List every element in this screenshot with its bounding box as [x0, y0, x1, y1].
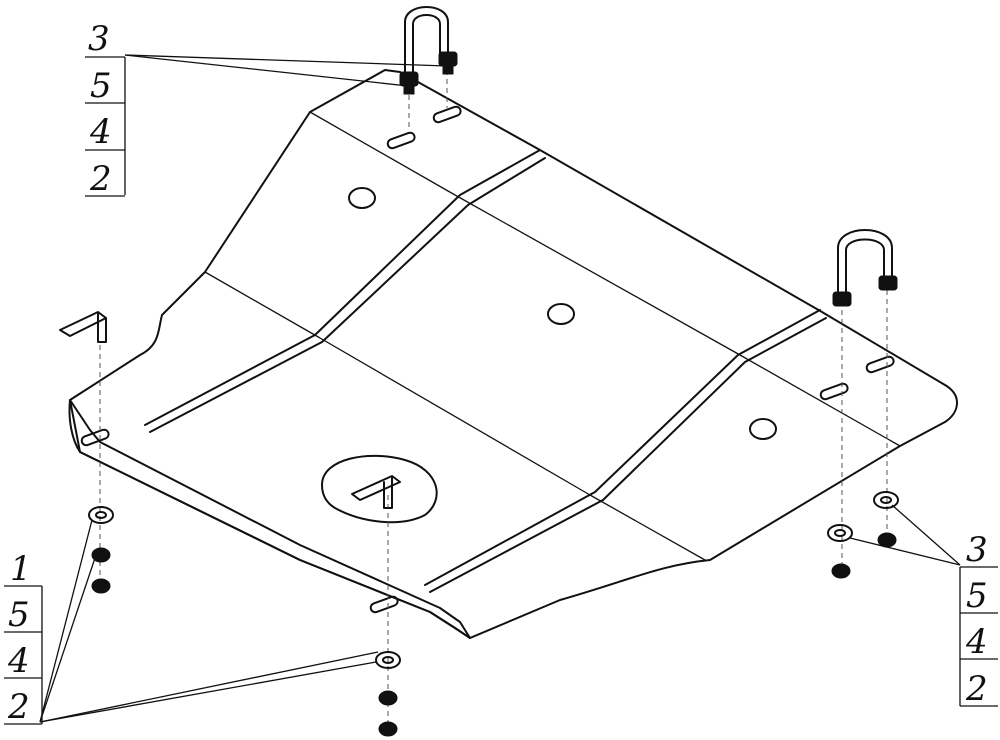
fasteners-centre — [375, 651, 401, 737]
fasteners-right — [827, 491, 899, 579]
callout-item-4: 4 — [7, 641, 30, 681]
callout-item-3: 3 — [88, 19, 110, 59]
callout-item-5: 5 — [90, 66, 112, 106]
callout-item-5: 5 — [8, 595, 30, 635]
leader-lines — [39, 54, 961, 723]
hook-bolt-left — [59, 311, 107, 343]
callout-item-5: 5 — [966, 576, 988, 616]
assembly-axis-lines — [99, 70, 888, 735]
callout-item-2: 2 — [89, 159, 112, 199]
fasteners-left — [88, 506, 114, 594]
callout-stack-bottom-left: 1 5 4 2 — [4, 549, 43, 727]
callout-item-2: 2 — [965, 669, 988, 709]
callout-stack-top-left: 3 5 4 2 — [85, 19, 126, 199]
callout-item-2: 2 — [7, 687, 30, 727]
hook-bolt-centre — [351, 475, 401, 509]
callout-item-4: 4 — [965, 622, 988, 662]
callout-stack-right: 3 5 4 2 — [959, 530, 998, 709]
callout-item-3: 3 — [966, 530, 988, 570]
callout-item-1: 1 — [10, 549, 32, 589]
u-bolt-top — [399, 6, 458, 95]
skid-plate — [68, 69, 958, 639]
u-bolt-right — [832, 229, 898, 307]
callout-item-4: 4 — [89, 112, 112, 152]
